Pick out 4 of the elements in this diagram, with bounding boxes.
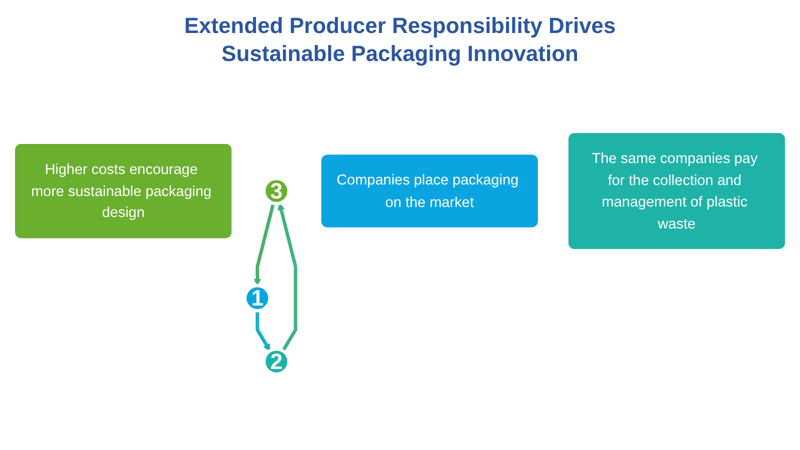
arrow bbox=[254, 202, 276, 286]
arrow bbox=[256, 310, 270, 351]
arrow bbox=[278, 202, 298, 352]
title: Extended Producer Responsibility Drives Sustainable Packaging Innovation bbox=[183, 12, 617, 67]
